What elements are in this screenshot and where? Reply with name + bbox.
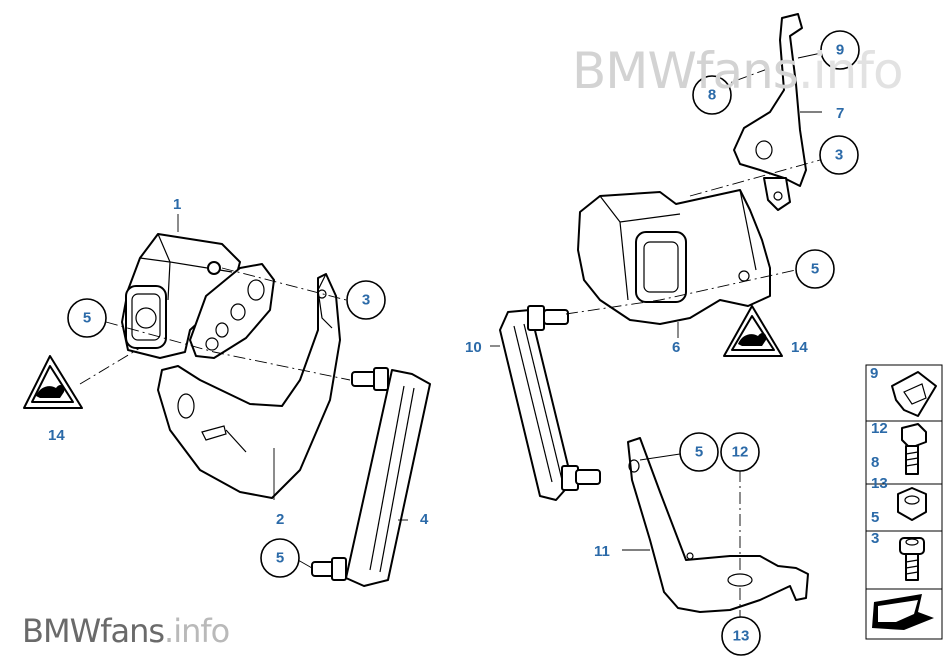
- callout-bubble-9: [820, 30, 860, 70]
- callout-bubble-13: [721, 616, 761, 656]
- sensor-housing-right: [577, 189, 771, 325]
- warning-triangle-left-icon: [23, 355, 83, 409]
- bracket-left: [157, 273, 341, 499]
- next-page-arrow-icon[interactable]: [872, 594, 934, 630]
- callout-5-right: 5: [811, 261, 819, 278]
- socket-screw-icon: [899, 537, 925, 581]
- label-4: 4: [420, 511, 429, 528]
- callout-bubble-12: [720, 432, 760, 472]
- callout-5-right-b: 5: [695, 444, 703, 461]
- legend-label-3: 3: [871, 530, 879, 547]
- callout-bubble-8: [692, 75, 732, 115]
- watermark-bottom: BMWfans.info: [22, 612, 230, 650]
- callout-12: 12: [732, 444, 749, 461]
- watermark-top-suffix: .info: [797, 42, 904, 100]
- callout-bubble-5-left-b: [260, 538, 300, 578]
- legend-label-13: 13: [871, 475, 888, 492]
- callout-8: 8: [708, 87, 716, 104]
- legend-label-5: 5: [871, 509, 879, 526]
- label-6: 6: [672, 339, 680, 356]
- legend-label-8: 8: [871, 454, 879, 471]
- link-rod-left: [311, 367, 431, 587]
- label-11: 11: [594, 543, 610, 560]
- watermark-top-brand: BMWfans: [572, 42, 799, 100]
- hex-bolt-icon: [901, 423, 927, 475]
- callout-bubble-3-left: [346, 280, 386, 320]
- callout-13: 13: [733, 628, 750, 645]
- watermark-bottom-brand: BMWfans: [22, 612, 165, 650]
- lever-plate-left: [189, 263, 275, 359]
- leader-5-right-b: [639, 453, 681, 461]
- leader-5-left: [105, 321, 351, 381]
- callout-bubble-5-right: [795, 249, 835, 289]
- callout-bubble-5-right-b: [679, 432, 719, 472]
- callout-bubble-3-right: [819, 135, 859, 175]
- watermark-top: BMWfans.info: [572, 42, 904, 100]
- bracket-top-right: [733, 13, 807, 211]
- leader-14-left: [79, 347, 141, 385]
- warning-triangle-right-icon: [723, 305, 783, 357]
- leader-5-right: [565, 269, 797, 315]
- callout-5-left: 5: [83, 310, 91, 327]
- callout-9: 9: [836, 42, 844, 59]
- sensor-housing-left: [121, 233, 241, 359]
- link-rod-right: [499, 305, 601, 501]
- callout-bubble-5-left: [67, 298, 107, 338]
- watermark-bottom-suffix: .info: [164, 612, 230, 650]
- callout-5-left-b: 5: [276, 550, 284, 567]
- label-7: 7: [836, 105, 844, 122]
- hex-nut-icon: [897, 487, 927, 521]
- label-10: 10: [465, 339, 482, 356]
- legend-label-12: 12: [871, 420, 888, 437]
- label-14-left: 14: [48, 427, 65, 444]
- legend-label-9: 9: [870, 365, 878, 382]
- label-14-right: 14: [791, 339, 808, 356]
- fastener-legend: 9 12 8 13 5 3: [865, 364, 943, 640]
- bracket-lower-right: [627, 437, 809, 613]
- callout-3-right: 3: [835, 147, 843, 164]
- callout-3-left: 3: [362, 292, 370, 309]
- leader-3-right: [689, 159, 821, 197]
- clip-nut-icon: [891, 371, 937, 417]
- label-1: 1: [173, 196, 181, 213]
- leader-5-left-b: [297, 559, 313, 569]
- label-2: 2: [276, 511, 284, 528]
